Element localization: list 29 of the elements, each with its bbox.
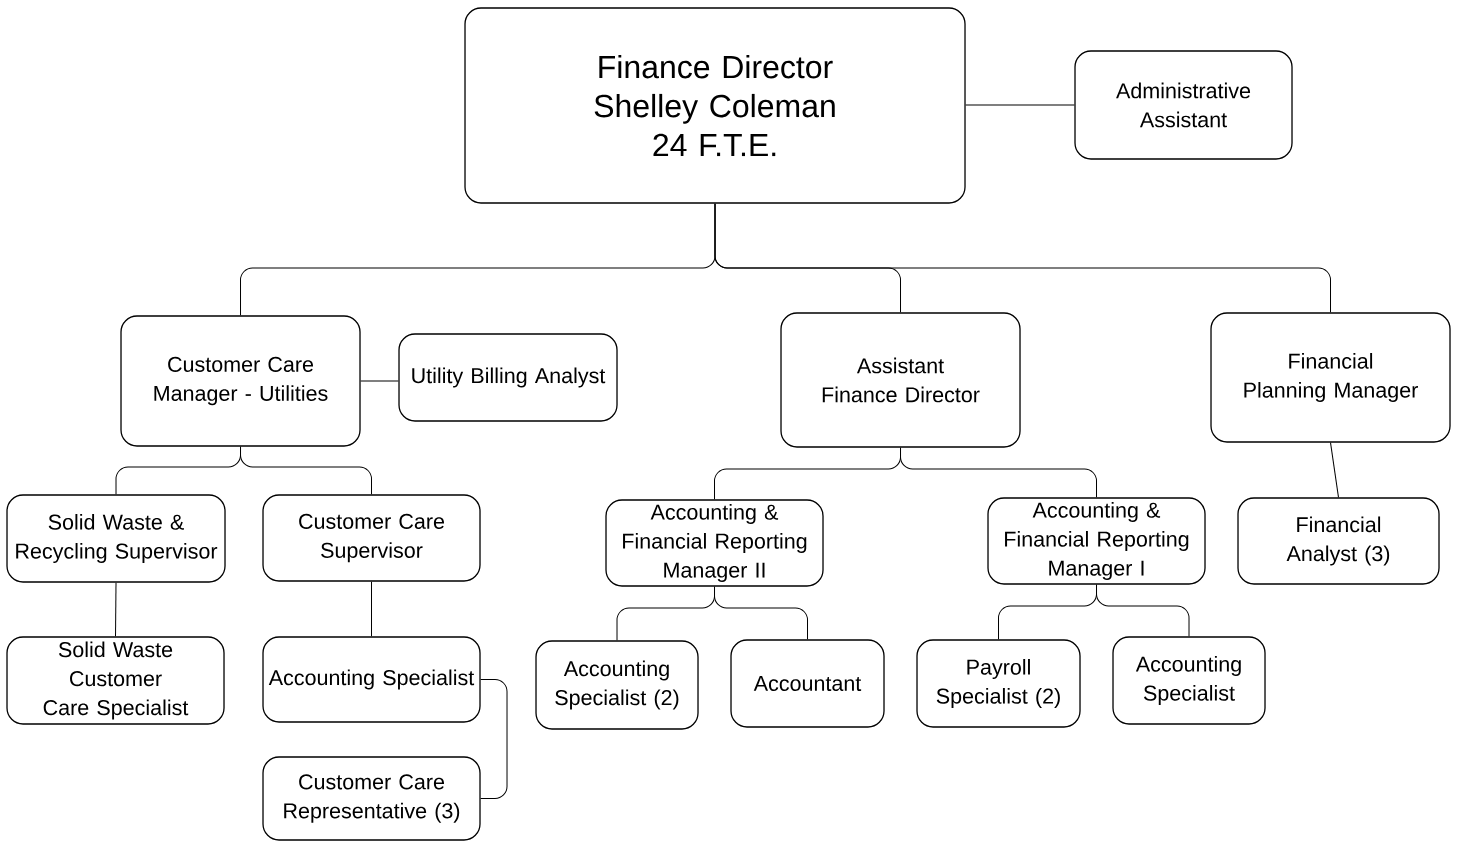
- connector-line: [714, 203, 1331, 313]
- position-box: Administrative Assistant: [1074, 50, 1293, 160]
- connector-line: [360, 380, 399, 382]
- connector-line: [240, 446, 372, 495]
- position-box: Accounting & Financial Reporting Manager I: [987, 497, 1206, 585]
- position-box: Accounting Specialist (2): [535, 640, 699, 730]
- position-box: Solid Waste Customer Care Specialist: [6, 636, 225, 725]
- position-box: Solid Waste & Recycling Supervisor: [6, 494, 226, 583]
- position-box: Utility Billing Analyst: [398, 333, 618, 422]
- connector-line: [900, 447, 1097, 498]
- connector-line: [115, 582, 117, 637]
- position-box: Customer Care Supervisor: [262, 494, 481, 582]
- position-box: Accounting Specialist: [262, 636, 481, 723]
- connector-line: [1096, 584, 1190, 637]
- director-box: Finance Director Shelley Coleman 24 F.T.E.: [464, 7, 966, 204]
- position-box: Accounting & Financial Reporting Manager II: [605, 499, 824, 587]
- connector-line: [714, 586, 808, 640]
- position-box: Financial Planning Manager: [1210, 312, 1451, 443]
- position-box: Customer Care Manager - Utilities: [120, 315, 361, 447]
- position-box: Accounting Specialist: [1112, 636, 1266, 725]
- position-box: Accountant: [730, 639, 885, 728]
- position-box: Payroll Specialist (2): [916, 639, 1081, 728]
- position-box: Financial Analyst (3): [1237, 497, 1440, 585]
- connector-line: [480, 679, 508, 799]
- connector-line: [1330, 442, 1339, 498]
- connector-line: [371, 581, 372, 637]
- connector-line: [965, 104, 1075, 106]
- position-box: Customer Care Representative (3): [262, 756, 481, 841]
- position-box: Assistant Finance Director: [780, 312, 1021, 448]
